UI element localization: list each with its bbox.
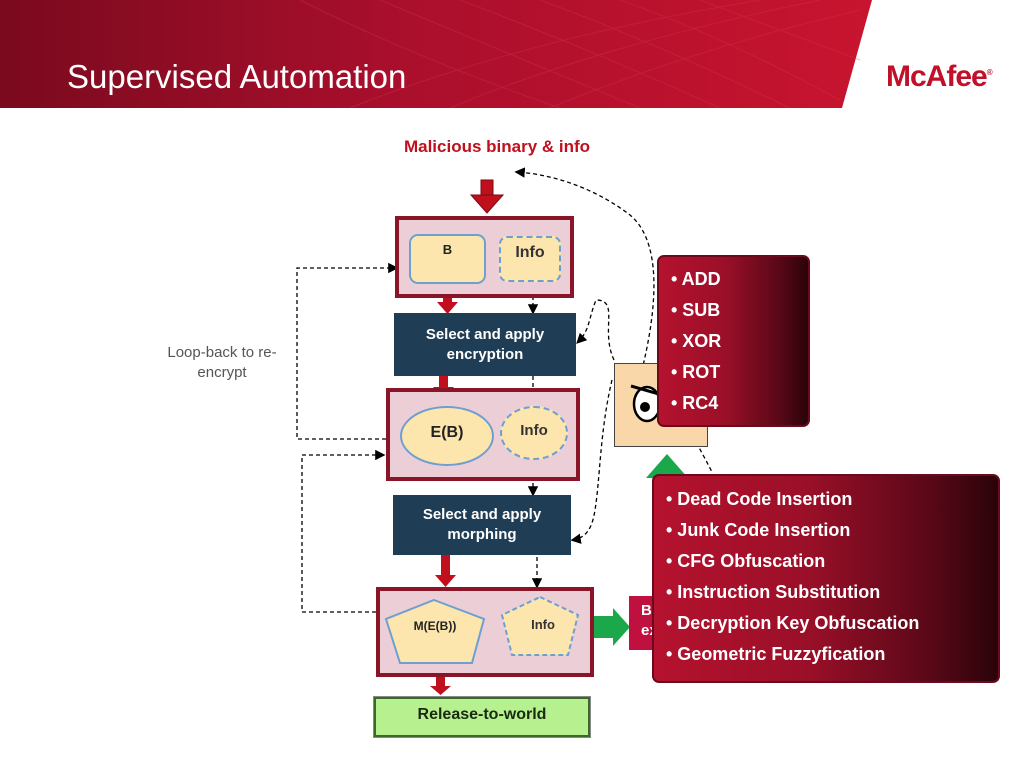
info-label: Info bbox=[520, 422, 548, 439]
binary-node: B bbox=[409, 234, 486, 284]
mcafee-logo: McAfee® bbox=[886, 60, 993, 94]
encryption-methods-list: • ADD • SUB • XOR • ROT • RC4 bbox=[671, 264, 808, 419]
encrypted-label: E(B) bbox=[430, 424, 464, 441]
encrypted-stage-frame: E(B) Info bbox=[386, 388, 580, 481]
info-node: Info bbox=[499, 236, 561, 282]
green-right-arrow-icon bbox=[593, 608, 630, 646]
encryption-methods-panel: • ADD • SUB • XOR • ROT • RC4 bbox=[657, 255, 810, 427]
loop-back-lines bbox=[296, 262, 399, 613]
method-item: • Decryption Key Obfuscation bbox=[666, 613, 920, 633]
method-item: • ADD bbox=[671, 269, 721, 289]
green-up-arrow-icon bbox=[646, 454, 688, 478]
method-item: • Instruction Substitution bbox=[666, 582, 881, 602]
release-to-world-box: Release-to-world bbox=[373, 696, 591, 738]
method-item: • CFG Obfuscation bbox=[666, 551, 826, 571]
encrypted-node: E(B) bbox=[400, 406, 494, 466]
morphing-methods-panel: • Dead Code Insertion • Junk Code Inserti… bbox=[652, 474, 1000, 683]
red-down-arrow-icon bbox=[469, 179, 505, 214]
method-item: • ROT bbox=[671, 362, 721, 382]
banner-background bbox=[0, 0, 872, 108]
morphed-stage-frame: M(E(B)) Info bbox=[376, 587, 594, 677]
method-item: • SUB bbox=[671, 300, 721, 320]
registered-mark: ® bbox=[986, 68, 993, 77]
info-node: Info bbox=[500, 406, 568, 460]
red-down-arrow-icon bbox=[435, 555, 456, 587]
binary-stage-frame: B Info bbox=[395, 216, 574, 298]
encryption-step-box: Select and apply encryption bbox=[394, 313, 576, 376]
page-title: Supervised Automation bbox=[67, 58, 407, 95]
method-item: • Geometric Fuzzyfication bbox=[666, 644, 886, 664]
logo-text: McAfee bbox=[886, 60, 988, 93]
binary-label: B bbox=[442, 242, 453, 257]
feedback-curves bbox=[514, 167, 713, 544]
morphing-step-box: Select and apply morphing bbox=[393, 495, 571, 555]
method-item: • Dead Code Insertion bbox=[666, 489, 853, 509]
method-item: • XOR bbox=[671, 331, 722, 351]
method-item: • RC4 bbox=[671, 393, 719, 413]
red-down-arrow-icon bbox=[430, 676, 451, 695]
info-label: Info bbox=[531, 617, 555, 632]
info-label: Info bbox=[515, 244, 545, 261]
loop-back-label: Loop-back to re-encrypt bbox=[167, 344, 277, 381]
header-banner: Supervised Automation McAfee® bbox=[0, 0, 1024, 108]
input-label: Malicious binary & info bbox=[403, 137, 591, 156]
method-item: • Junk Code Insertion bbox=[666, 520, 851, 540]
pentagon-shapes bbox=[384, 595, 580, 664]
morphed-label: M(E(B)) bbox=[413, 619, 457, 633]
morphing-methods-list: • Dead Code Insertion • Junk Code Inserti… bbox=[666, 484, 998, 670]
